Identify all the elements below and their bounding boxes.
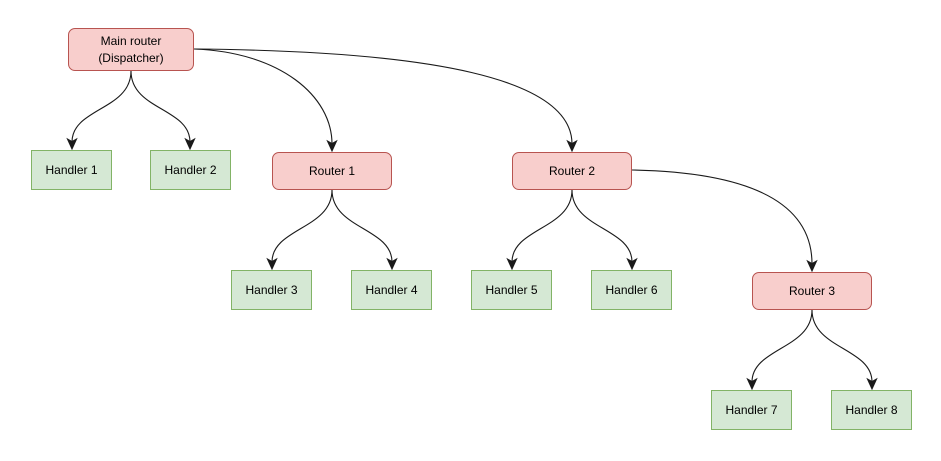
- edge-main-to-router-1: [193, 48, 333, 145]
- edge-main-to-router-2: [193, 48, 573, 145]
- head-router-2: [566, 139, 578, 153]
- head-handler-6: [626, 257, 638, 271]
- edge-router-2-to-handler-6: [571, 189, 633, 263]
- node-label-handler-4: Handler 4: [365, 282, 418, 297]
- node-handler-3[interactable]: Handler 3: [231, 270, 312, 310]
- node-label-router-1: Router 1: [308, 163, 356, 178]
- node-router-1[interactable]: Router 1: [272, 152, 392, 190]
- node-label-router-2: Router 2: [548, 163, 596, 178]
- node-label-handler-3: Handler 3: [245, 282, 298, 297]
- node-handler-5[interactable]: Handler 5: [471, 270, 552, 310]
- node-label-handler-6: Handler 6: [605, 282, 658, 297]
- head-handler-4: [386, 257, 398, 271]
- edge-router-1-to-handler-4: [331, 189, 393, 263]
- edge-main-to-handler-1: [71, 70, 132, 143]
- node-main-router[interactable]: Main router (Dispatcher): [68, 28, 194, 71]
- edge-router-2-to-router-3: [631, 169, 813, 265]
- node-label-handler-8: Handler 8: [845, 402, 898, 417]
- edge-router-3-to-handler-8: [811, 309, 873, 383]
- head-router-3: [806, 259, 818, 273]
- node-label-main-router: Main router (Dispatcher): [98, 34, 164, 65]
- node-label-router-3: Router 3: [788, 283, 836, 298]
- edge-router-3-to-handler-7: [751, 309, 813, 383]
- node-label-handler-5: Handler 5: [485, 282, 538, 297]
- node-label-handler-7: Handler 7: [725, 402, 778, 417]
- node-router-3[interactable]: Router 3: [752, 272, 872, 310]
- head-handler-1: [66, 137, 78, 151]
- head-router-1: [326, 139, 338, 153]
- node-handler-7[interactable]: Handler 7: [711, 390, 792, 430]
- node-router-2[interactable]: Router 2: [512, 152, 632, 190]
- head-handler-7: [746, 377, 758, 391]
- node-label-handler-1: Handler 1: [45, 162, 98, 177]
- node-label-handler-2: Handler 2: [164, 162, 217, 177]
- head-handler-5: [506, 257, 518, 271]
- node-handler-8[interactable]: Handler 8: [831, 390, 912, 430]
- head-handler-8: [866, 377, 878, 391]
- node-handler-2[interactable]: Handler 2: [150, 150, 231, 190]
- edge-router-2-to-handler-5: [511, 189, 573, 263]
- edge-main-to-handler-2: [130, 70, 191, 143]
- head-handler-3: [266, 257, 278, 271]
- node-handler-6[interactable]: Handler 6: [591, 270, 672, 310]
- node-handler-4[interactable]: Handler 4: [351, 270, 432, 310]
- edge-router-1-to-handler-3: [271, 189, 333, 263]
- head-handler-2: [184, 137, 196, 151]
- edge-paths: [71, 48, 873, 383]
- node-handler-1[interactable]: Handler 1: [31, 150, 112, 190]
